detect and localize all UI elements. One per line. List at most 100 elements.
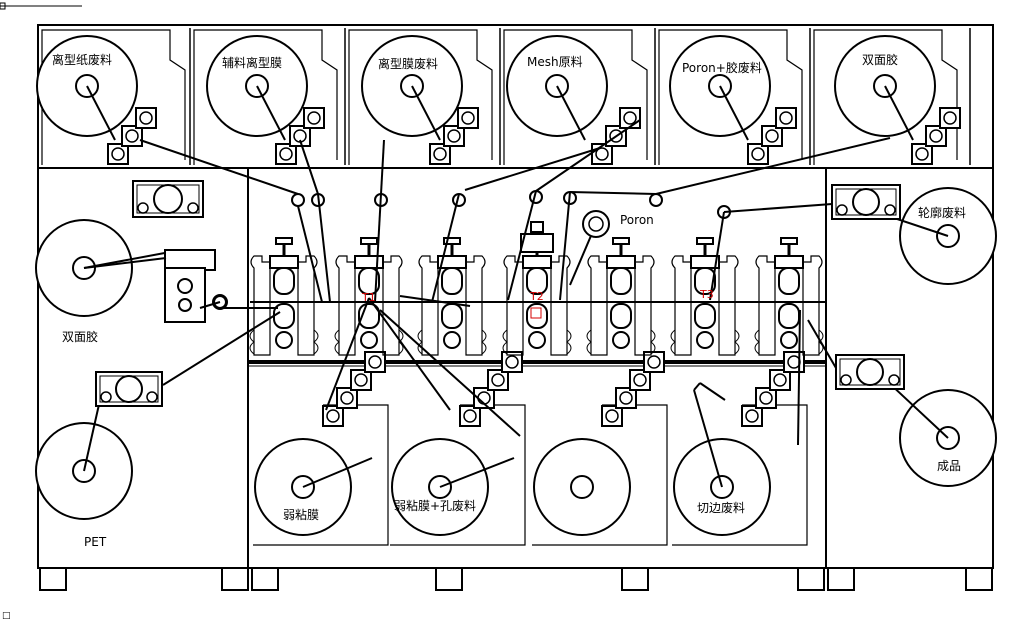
station-anvil bbox=[443, 331, 461, 349]
top-panel-outline bbox=[41, 29, 186, 165]
station-frame-left bbox=[335, 255, 356, 356]
top-reel-4 bbox=[506, 35, 608, 141]
stair-roller bbox=[605, 409, 619, 423]
station-screw-cap bbox=[780, 237, 798, 245]
reel-label-bottom-4: 切边废料 bbox=[697, 500, 745, 515]
machine-foot bbox=[221, 567, 249, 591]
station-frame-right bbox=[550, 255, 571, 356]
machine-foot bbox=[827, 567, 855, 591]
station-t2-knob bbox=[530, 221, 544, 233]
die-station-1 bbox=[249, 237, 319, 356]
station-head bbox=[269, 255, 299, 269]
reel-spoke bbox=[411, 85, 441, 141]
reel-label-top-4: Mesh原料 bbox=[527, 55, 583, 69]
station-wave bbox=[670, 329, 676, 355]
reel-label-left-1: 双面胶 bbox=[62, 329, 98, 344]
web-line bbox=[709, 211, 725, 301]
station-frame-right bbox=[297, 255, 318, 356]
web-line bbox=[723, 203, 833, 213]
top-panel-outline bbox=[813, 29, 958, 165]
poron-label: Poron bbox=[620, 213, 654, 227]
stair-roller bbox=[505, 355, 519, 369]
station-anvil bbox=[275, 331, 293, 349]
station-frame-left bbox=[418, 255, 439, 356]
reel-label-top-5: Poron+胶废料 bbox=[682, 60, 762, 75]
bottom-stair-1 bbox=[322, 351, 386, 427]
station-upper-roller bbox=[526, 267, 548, 295]
reel-label-bottom-2: 弱粘膜+孔废料 bbox=[394, 498, 476, 513]
station-tag-t2: T2 bbox=[529, 290, 544, 303]
top-stair-3 bbox=[429, 107, 479, 165]
web-line bbox=[693, 382, 701, 391]
nip-small-roller bbox=[146, 391, 158, 403]
reel-label-right-1: 轮廓废料 bbox=[918, 205, 966, 220]
web-line bbox=[199, 301, 221, 309]
station-anvil bbox=[780, 331, 798, 349]
stair-roller bbox=[779, 111, 793, 125]
stair-roller bbox=[759, 391, 773, 405]
top-stair-1 bbox=[107, 107, 157, 165]
reel-label-left-2: PET bbox=[84, 535, 107, 549]
nip-small-roller bbox=[187, 202, 199, 214]
web-line bbox=[139, 139, 299, 195]
station-anvil bbox=[360, 331, 378, 349]
station-screw-cap bbox=[696, 237, 714, 245]
stair-roller bbox=[633, 373, 647, 387]
reel-spoke bbox=[556, 85, 586, 141]
nip-main-roller bbox=[852, 188, 880, 216]
web-line bbox=[368, 297, 451, 411]
station-frame-left bbox=[503, 255, 524, 356]
station-screw-cap bbox=[612, 237, 630, 245]
top-panel-dividers bbox=[189, 28, 971, 165]
web-line bbox=[807, 319, 837, 369]
station-anvil bbox=[528, 331, 546, 349]
station-head bbox=[522, 255, 552, 269]
top-reel-3 bbox=[361, 35, 463, 141]
machine-foot bbox=[621, 567, 649, 591]
die-station-2 bbox=[334, 237, 404, 356]
reel-spoke bbox=[86, 85, 116, 141]
top-panel-outline bbox=[193, 29, 338, 165]
nip-small-roller bbox=[137, 202, 149, 214]
bottom-stair-4 bbox=[741, 351, 805, 427]
top-stair-6 bbox=[911, 107, 961, 165]
reel-label-top-1: 离型纸废料 bbox=[52, 52, 112, 67]
reel-label-right-2: 成品 bbox=[937, 459, 961, 473]
reel-hub bbox=[570, 475, 594, 499]
station-upper-roller bbox=[358, 267, 380, 295]
station-frame-right bbox=[382, 255, 403, 356]
station-t2-bracket bbox=[520, 233, 554, 253]
stair-roller bbox=[765, 129, 779, 143]
station-lower-roller bbox=[441, 303, 463, 329]
web-line bbox=[399, 295, 471, 307]
web-line bbox=[374, 193, 382, 303]
station-wave bbox=[334, 329, 340, 355]
stair-roller bbox=[491, 373, 505, 387]
nip-small-roller bbox=[840, 374, 852, 386]
station-lower-roller bbox=[610, 303, 632, 329]
station-wave bbox=[249, 329, 255, 355]
laminator-roller bbox=[178, 298, 192, 312]
stair-roller bbox=[943, 111, 957, 125]
web-line bbox=[797, 309, 801, 446]
web-paths-layer bbox=[83, 119, 891, 446]
stair-roller bbox=[745, 409, 759, 423]
reel-spoke bbox=[887, 381, 949, 439]
left-reel-pet bbox=[35, 399, 133, 520]
nip-main-roller bbox=[153, 184, 183, 214]
corner-glyph: □ bbox=[2, 611, 11, 619]
web-line bbox=[317, 193, 331, 303]
station-lower-roller bbox=[526, 303, 548, 329]
left-nip-top bbox=[132, 180, 204, 218]
machine-foot bbox=[251, 567, 279, 591]
stair-roller bbox=[623, 111, 637, 125]
stair-roller bbox=[139, 111, 153, 125]
die-station-6 bbox=[670, 237, 740, 356]
station-t2-red-mark bbox=[530, 307, 542, 319]
right-reel-finished bbox=[887, 381, 997, 487]
right-reels-layer bbox=[831, 184, 997, 487]
reel-spoke bbox=[884, 85, 914, 141]
stair-roller bbox=[125, 129, 139, 143]
web-line bbox=[83, 257, 167, 269]
top-reel-1 bbox=[36, 35, 138, 141]
